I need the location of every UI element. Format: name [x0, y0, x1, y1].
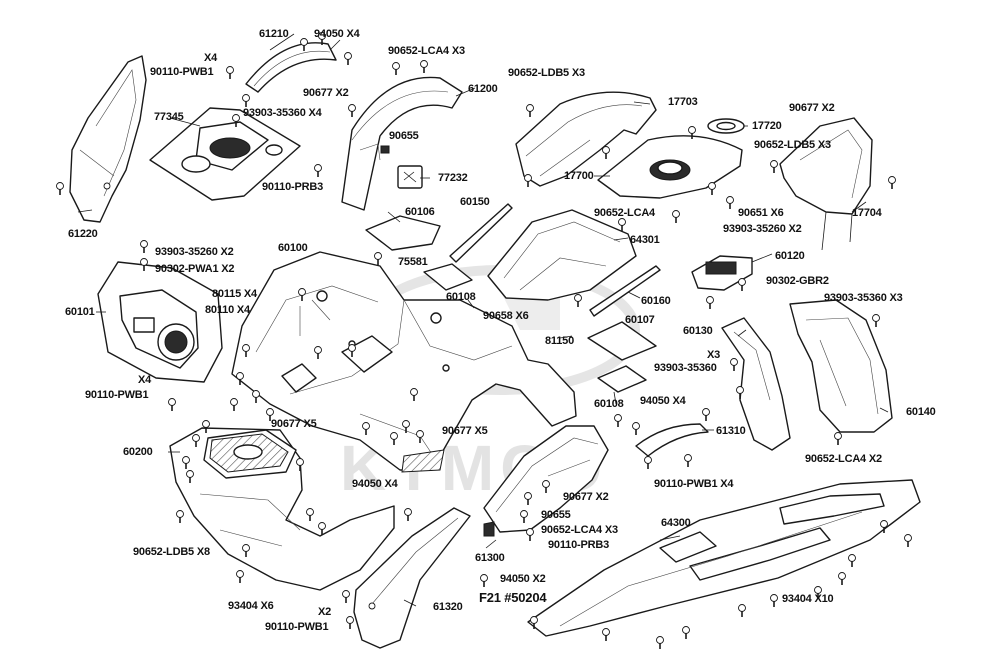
label-61210: 61210	[259, 28, 289, 40]
label-90110-pwb1-mid: 90110-PWB1	[85, 389, 149, 401]
clip-77232	[397, 165, 423, 189]
label-93404-x6: 93404 X6	[228, 600, 274, 612]
label-90677-x5-right: 90677 X5	[442, 425, 488, 437]
label-60107: 60107	[625, 314, 655, 326]
floor-board-64300	[527, 479, 921, 637]
inner-fender-60130	[721, 317, 791, 451]
label-90677-x2-right: 90677 X2	[789, 102, 835, 114]
label-90652-ldb5-x8: 90652-LDB5 X8	[133, 546, 210, 558]
rear-fender-61200	[341, 76, 463, 211]
label-90110-pwb1-low: 90110-PWB1	[265, 621, 329, 633]
label-x4-top-left: X4	[204, 52, 218, 64]
label-93903-35360-x4: 93903-35360 X4	[243, 107, 322, 119]
label-90677-x2-low: 90677 X2	[563, 491, 609, 503]
label-90651-x6: 90651 X6	[738, 207, 784, 219]
label-17720: 17720	[752, 120, 782, 132]
label-77345: 77345	[154, 111, 184, 123]
fender-flare-61310	[635, 423, 709, 457]
label-60100: 60100	[278, 242, 308, 254]
figure-id: F21 #50204	[479, 590, 547, 605]
strip-60150	[449, 203, 513, 263]
label-90652-lca4-x3-top: 90652-LCA4 X3	[388, 45, 465, 57]
front-bumper-60200	[169, 427, 395, 591]
label-94050-x4-mid: 94050 X4	[640, 395, 686, 407]
leader-lines	[77, 33, 889, 607]
label-60200: 60200	[123, 446, 153, 458]
pad-60108-top	[423, 263, 473, 291]
label-17700: 17700	[564, 170, 594, 182]
label-93903-35360-x3-right: 93903-35360 X3	[824, 292, 903, 304]
lid-60106	[365, 215, 441, 251]
label-60108-mid: 60108	[594, 398, 624, 410]
rear-fender-61300	[483, 425, 609, 537]
label-90652-ldb5-x3-right: 90652-LDB5 X3	[754, 139, 831, 151]
label-60120: 60120	[775, 250, 805, 262]
front-tray-64301	[487, 209, 637, 301]
label-90655-top: 90655	[389, 130, 419, 142]
label-60160: 60160	[641, 295, 671, 307]
label-90658-x6: 90658 X6	[483, 310, 529, 322]
label-90652-lca4-x2: 90652-LCA4 X2	[805, 453, 882, 465]
rear-cover-17703	[515, 91, 657, 187]
cap-ring-17720	[707, 118, 745, 134]
label-61300: 61300	[475, 552, 505, 564]
fender-flare-61210	[245, 42, 337, 93]
mudguard-60140	[789, 299, 893, 433]
label-17704: 17704	[852, 207, 882, 219]
label-64300: 64300	[661, 517, 691, 529]
label-60130: 60130	[683, 325, 713, 337]
label-60106: 60106	[405, 206, 435, 218]
label-93903-35360-mid: 93903-35360	[654, 362, 717, 374]
label-x2-low-left: X2	[318, 606, 332, 618]
rack-part-17704	[779, 117, 873, 251]
side-panel-61220	[69, 55, 147, 223]
label-93903-35260-x2-left: 93903-35260 X2	[155, 246, 234, 258]
label-80110-x4: 80110 X4	[205, 304, 250, 316]
label-80115-x4: 80115 X4	[212, 288, 257, 300]
cover-17700	[597, 135, 743, 199]
label-60150: 60150	[460, 196, 490, 208]
rod-60160	[589, 265, 661, 317]
label-60140: 60140	[906, 406, 936, 418]
label-75581: 75581	[398, 256, 428, 268]
label-90110-pwb1-top: 90110-PWB1	[150, 66, 214, 78]
label-60108-top: 60108	[446, 291, 476, 303]
label-61310: 61310	[716, 425, 746, 437]
label-90302-pwa1-x2: 90302-PWA1 X2	[155, 263, 235, 275]
label-90655-low: 90655	[541, 509, 571, 521]
label-94050-x2: 94050 X2	[500, 573, 546, 585]
label-17703: 17703	[668, 96, 698, 108]
label-81150: 81150	[545, 335, 574, 347]
label-60101: 60101	[65, 306, 95, 318]
label-93903-35260-x2-right: 93903-35260 X2	[723, 223, 802, 235]
label-90110-prb3-low: 90110-PRB3	[548, 539, 609, 551]
mount-plate-77345	[149, 107, 301, 201]
label-90652-lca4: 90652-LCA4	[594, 207, 655, 219]
label-90652-ldb5-x3-top: 90652-LDB5 X3	[508, 67, 585, 79]
pad-60108-mid	[597, 365, 647, 393]
lid-60107	[587, 321, 657, 361]
label-90652-lca4-x3-low: 90652-LCA4 X3	[541, 524, 618, 536]
label-61320: 61320	[433, 601, 463, 613]
label-61200: 61200	[468, 83, 498, 95]
label-90110-prb3-top: 90110-PRB3	[262, 181, 323, 193]
label-77232: 77232	[438, 172, 468, 184]
label-x4-mid-left: X4	[138, 374, 152, 386]
label-94050-x4-top: 94050 X4	[314, 28, 360, 40]
label-90677-x5-left: 90677 X5	[271, 418, 317, 430]
label-90302-gbr2: 90302-GBR2	[766, 275, 829, 287]
label-x3-mid: X3	[707, 349, 721, 361]
lower-fender-61320	[353, 507, 471, 649]
label-90110-pwb1-x4: 90110-PWB1 X4	[654, 478, 734, 490]
bracket-60120	[691, 255, 753, 291]
headlight-housing-60101	[97, 261, 223, 383]
label-61220: 61220	[68, 228, 98, 240]
label-90677-x2-top: 90677 X2	[303, 87, 349, 99]
label-64301: 64301	[630, 234, 660, 246]
label-94050-x4-low: 94050 X4	[352, 478, 398, 490]
label-93404-x10: 93404 X10	[782, 593, 834, 605]
